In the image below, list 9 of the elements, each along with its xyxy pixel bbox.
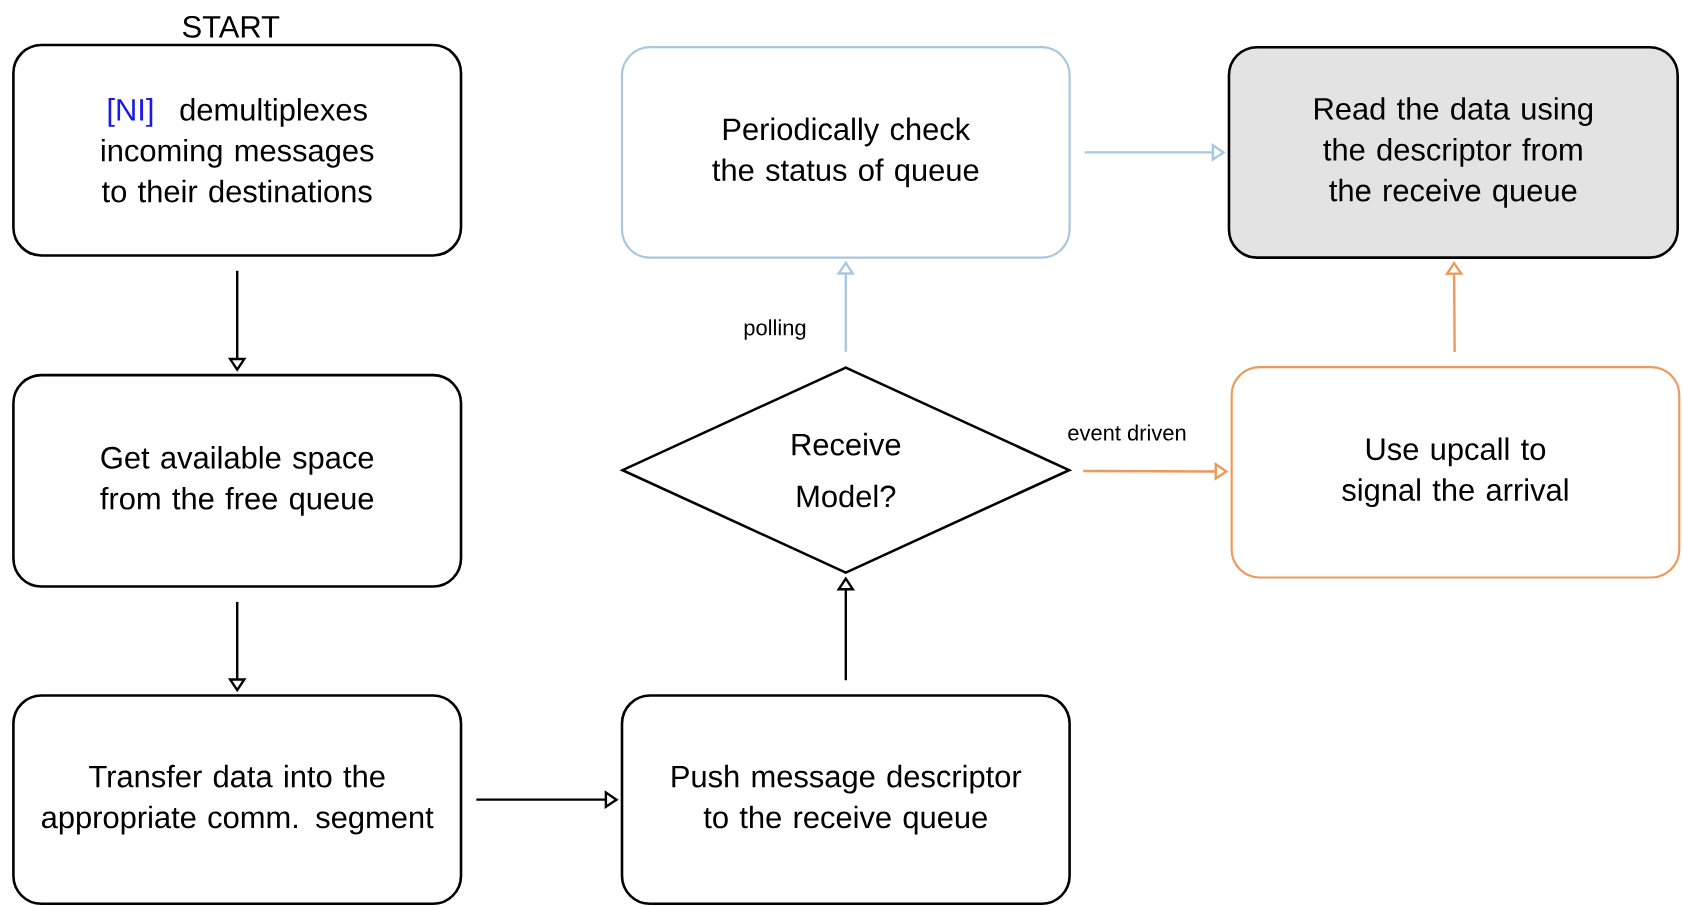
edge-label: polling xyxy=(744,319,806,340)
process-box: Transfer data into the appropriate comm. segment xyxy=(12,694,463,906)
process-box: Periodically check the status of queue xyxy=(620,46,1071,259)
process-box: Push message descriptor to the receive queue xyxy=(620,694,1071,906)
process-box: Get available space from the free queue xyxy=(12,373,463,588)
process-box: Read the data using the descriptor from the receive queue xyxy=(1227,45,1679,259)
start-label: START xyxy=(183,15,280,38)
process-box: Use upcall to signal the arrival xyxy=(1230,365,1681,579)
process-box: [NI] demultiplexes incoming messages to their destinations xyxy=(12,43,463,257)
